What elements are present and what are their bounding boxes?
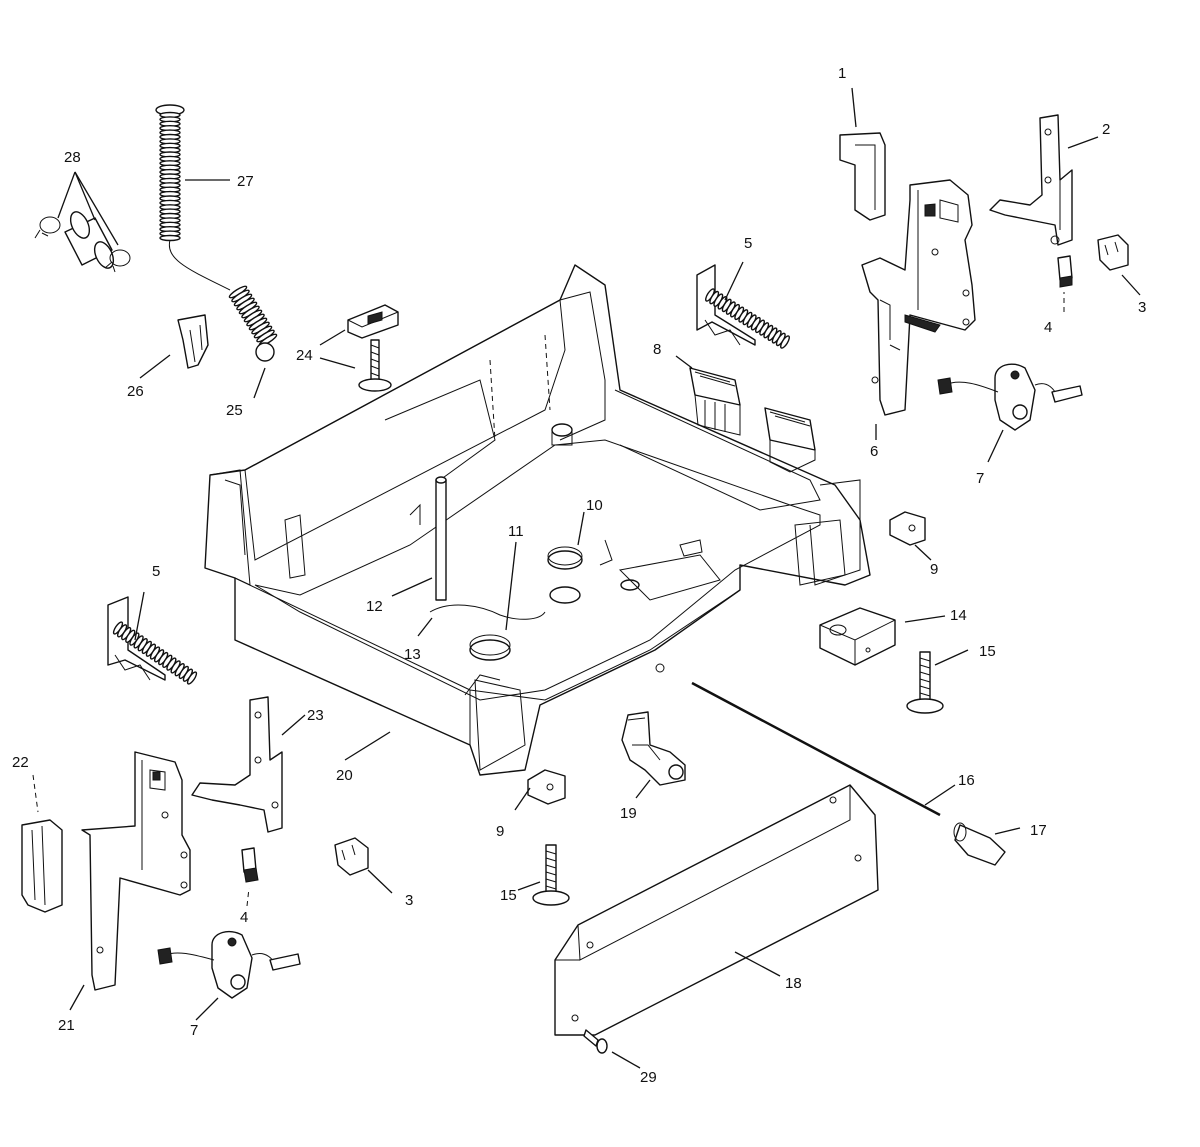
leveling-leg-15-bottom xyxy=(532,844,570,906)
callout-10: 10 xyxy=(586,497,603,514)
callout-8: 8 xyxy=(653,341,661,358)
base-tub xyxy=(204,264,871,776)
door-spring-left xyxy=(107,596,198,685)
switch-actuator-4-top xyxy=(1057,255,1073,288)
callout-22: 22 xyxy=(12,754,29,771)
callout-19: 19 xyxy=(620,805,637,822)
callout-7-top: 7 xyxy=(976,470,984,487)
callout-28: 28 xyxy=(64,149,81,166)
callout-14: 14 xyxy=(950,607,967,624)
screw-29 xyxy=(583,1029,608,1054)
hose-coupling-clamps xyxy=(34,211,131,273)
door-switch-7-bottom xyxy=(157,930,301,999)
callout-25: 25 xyxy=(226,402,243,419)
hose-clip xyxy=(177,314,209,369)
callout-23: 23 xyxy=(307,707,324,724)
callout-12: 12 xyxy=(366,598,383,615)
side-bracket-6 xyxy=(861,179,976,416)
callout-26: 26 xyxy=(127,383,144,400)
callout-4-top: 4 xyxy=(1044,319,1052,336)
callout-24: 24 xyxy=(296,347,313,364)
junction-box-14 xyxy=(819,607,896,666)
callout-1: 1 xyxy=(838,65,846,82)
door-spring-top xyxy=(696,264,790,349)
callout-18: 18 xyxy=(785,975,802,992)
side-bracket-21 xyxy=(81,751,191,991)
bracket-9-bottom xyxy=(527,769,566,805)
callout-labels: 1 2 3 4 5 6 7 8 9 10 11 12 13 14 15 5 16… xyxy=(12,65,1146,1086)
callout-17: 17 xyxy=(1030,822,1047,839)
switch-actuator-4-bottom xyxy=(241,847,259,883)
callout-5-top: 5 xyxy=(744,235,752,252)
callout-27: 27 xyxy=(237,173,254,190)
callout-21: 21 xyxy=(58,1017,75,1034)
callout-29: 29 xyxy=(640,1069,657,1086)
callout-15-right: 15 xyxy=(979,643,996,660)
callout-13: 13 xyxy=(404,646,421,663)
callout-6: 6 xyxy=(870,443,878,460)
hinge-bracket-23 xyxy=(191,696,283,833)
leader-lines xyxy=(32,87,1141,1069)
knob-17 xyxy=(953,822,1006,866)
callout-7-bottom: 7 xyxy=(190,1022,198,1039)
callout-5-left: 5 xyxy=(152,563,160,580)
inlet-valve-19 xyxy=(621,711,686,786)
hinge-cover-1 xyxy=(839,132,886,221)
drain-hose xyxy=(155,104,278,362)
rod-16 xyxy=(691,681,941,817)
callout-2: 2 xyxy=(1102,121,1110,138)
callout-15-bottom: 15 xyxy=(500,887,517,904)
callout-20: 20 xyxy=(336,767,353,784)
callout-3-top: 3 xyxy=(1138,299,1146,316)
toe-kick-18 xyxy=(554,784,879,1036)
leveling-bracket-24 xyxy=(347,304,399,392)
clip-3-bottom xyxy=(334,837,369,876)
callout-9-right: 9 xyxy=(930,561,938,578)
wire-connectors xyxy=(689,367,816,473)
callout-4-bottom: 4 xyxy=(240,909,248,926)
door-switch-7-top xyxy=(937,363,1083,431)
hinge-bracket-2 xyxy=(989,114,1073,246)
clip-3-top xyxy=(1097,234,1129,271)
hinge-cover-22 xyxy=(21,819,63,913)
callout-16: 16 xyxy=(958,772,975,789)
leveling-leg-15-right xyxy=(906,651,944,714)
bracket-9-right xyxy=(889,511,926,546)
callout-9-bottom: 9 xyxy=(496,823,504,840)
callout-11: 11 xyxy=(508,523,524,540)
callout-3-bottom: 3 xyxy=(405,892,413,909)
